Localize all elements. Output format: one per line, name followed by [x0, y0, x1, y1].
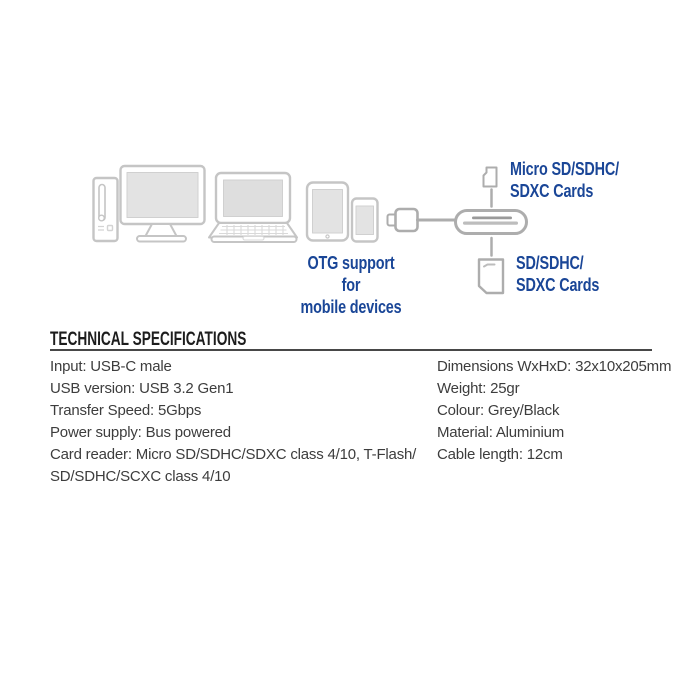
specs-heading: TECHNICAL SPECIFICATIONS [50, 329, 247, 350]
sd-cards-label-line2: SDXC Cards [516, 275, 600, 295]
micro-sd-cards-label: Micro SD/SDHC/ SDXC Cards [510, 158, 619, 202]
otg-support-label-line2: mobile devices [300, 297, 402, 317]
monitor-icon [119, 164, 206, 243]
spec-row: Material: Aluminium [437, 424, 565, 441]
sd-card-icon [477, 258, 505, 295]
spec-row: SD/SDHC/SCXC class 4/10 [50, 468, 231, 485]
spec-row: USB version: USB 3.2 Gen1 [50, 380, 234, 397]
smartphone-icon [350, 197, 379, 243]
spec-row: Card reader: Micro SD/SDHC/SDXC class 4/… [50, 446, 417, 463]
laptop-icon [208, 171, 298, 243]
desktop-tower-icon [92, 176, 119, 243]
card-reader-icon [454, 209, 528, 235]
micro-sd-cards-label-line1: Micro SD/SDHC/ [510, 159, 619, 179]
spec-row: Transfer Speed: 5Gbps [50, 402, 202, 419]
spec-row: Input: USB-C male [50, 358, 172, 375]
spec-row: Dimensions WxHxD: 32x10x205mm [437, 358, 672, 375]
usb-c-connector-icon [386, 207, 458, 233]
specs-right-column: Dimensions WxHxD: 32x10x205mm Weight: 25… [437, 356, 671, 466]
sd-cards-label: SD/SDHC/ SDXC Cards [516, 252, 599, 296]
spec-row: Weight: 25gr [437, 380, 520, 397]
micro-sd-cards-label-line2: SDXC Cards [510, 181, 594, 201]
specs-divider-line [50, 349, 652, 351]
specs-left-column: Input: USB-C male USB version: USB 3.2 G… [50, 356, 416, 488]
spec-row: Colour: Grey/Black [437, 402, 560, 419]
otg-support-label: OTG support for mobile devices [297, 252, 406, 318]
spec-row: Cable length: 12cm [437, 446, 563, 463]
micro-sd-card-icon [482, 166, 498, 188]
otg-support-label-line1: OTG support for [307, 253, 395, 295]
sd-cards-label-line1: SD/SDHC/ [516, 253, 584, 273]
connection-diagram [92, 164, 528, 295]
spec-row: Power supply: Bus powered [50, 424, 231, 441]
tablet-icon [305, 181, 350, 242]
